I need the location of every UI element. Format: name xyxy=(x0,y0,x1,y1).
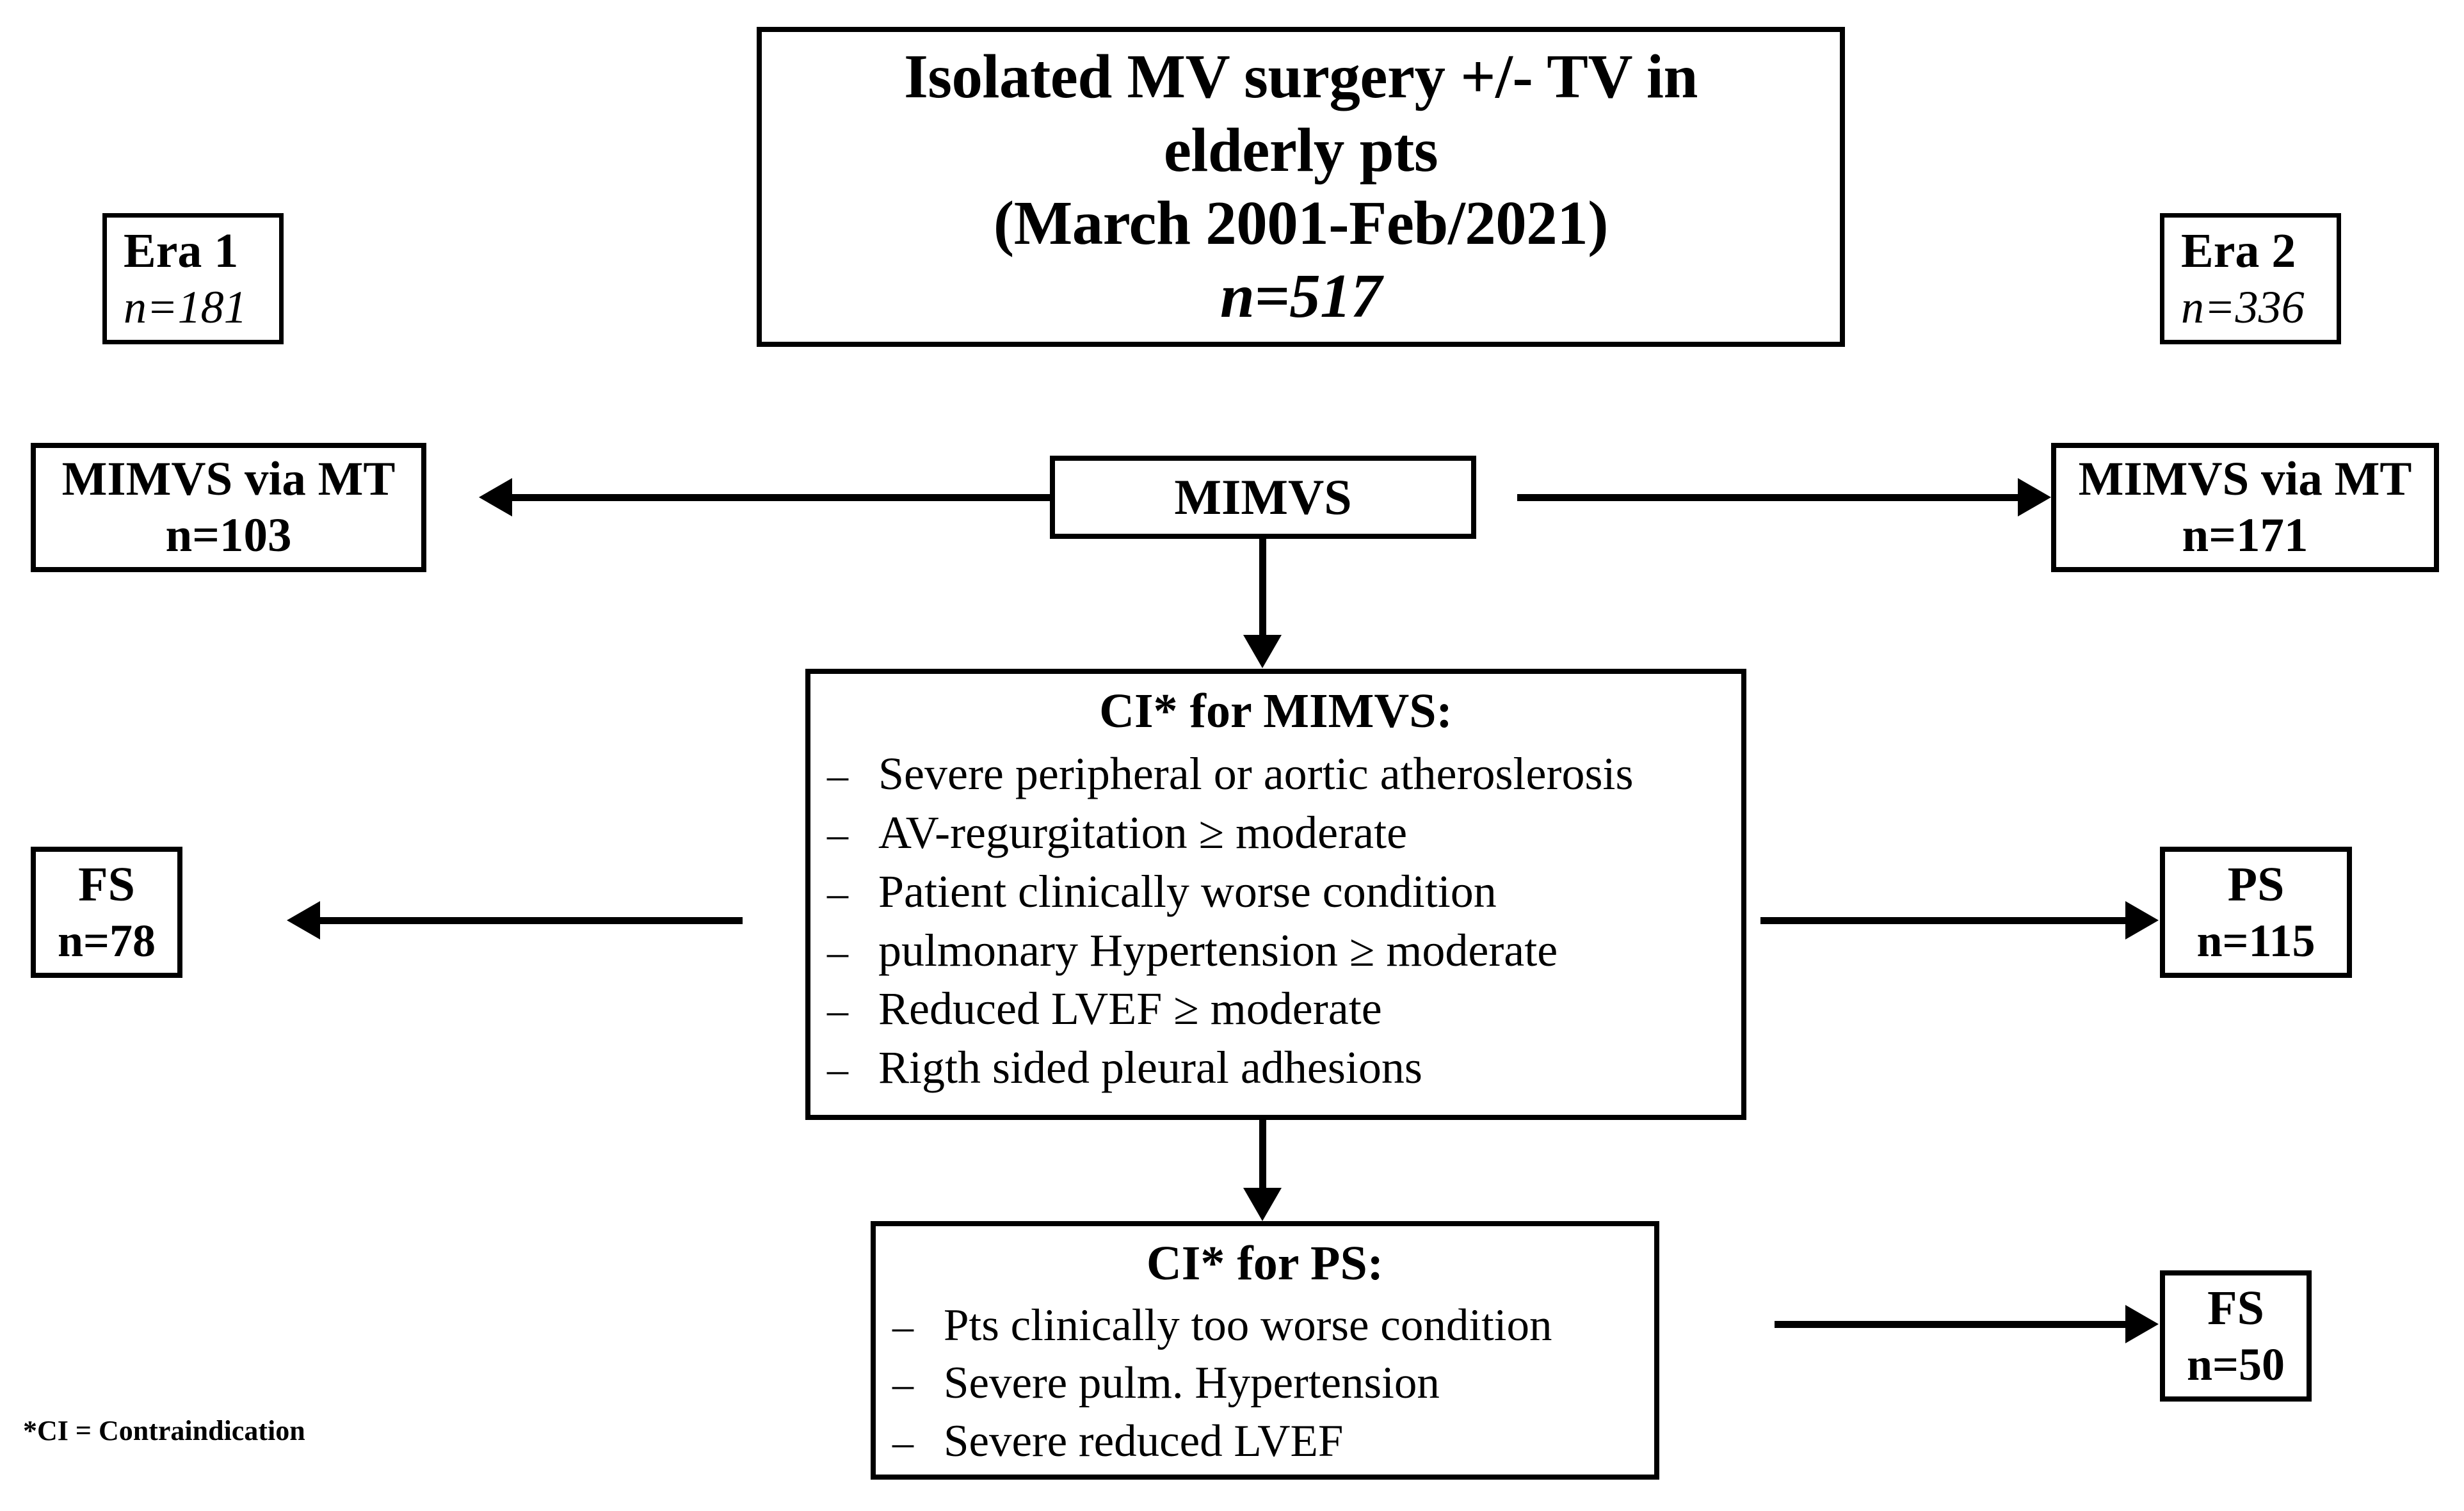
connector-mimvs-to-mt-right xyxy=(1517,494,2018,501)
dash-bullet: – xyxy=(827,810,848,858)
fs-left-label: FS xyxy=(78,858,135,912)
list-item: – Severe peripheral or aortic atherosler… xyxy=(827,747,1728,801)
connector-ci-mimvs-to-ps-right xyxy=(1760,917,2125,924)
title-sample-size: n=517 xyxy=(1220,262,1382,331)
list-item: – Patient clinically worse condition xyxy=(827,865,1728,919)
arrow-head-down-ci-mimvs xyxy=(1243,635,1282,668)
mimvs-via-mt-right-label: MIMVS via MT xyxy=(2078,452,2412,506)
arrow-head-left-fs xyxy=(287,901,320,939)
arrow-head-left-mt xyxy=(479,478,512,516)
dash-bullet: – xyxy=(892,1419,914,1466)
dash-bullet: – xyxy=(892,1361,914,1408)
ci-mimvs-item-6: Rigth sided pleural adhesions xyxy=(878,1042,1422,1094)
connector-ci-mimvs-to-ci-ps xyxy=(1259,1120,1266,1190)
ps-right-box: PS n=115 xyxy=(2160,847,2352,978)
mimvs-via-mt-left-box: MIMVS via MT n=103 xyxy=(31,443,426,572)
ps-right-label: PS xyxy=(2227,858,2285,912)
dash-bullet: – xyxy=(827,987,848,1034)
footnote-ci-definition: *CI = Contraindication xyxy=(23,1415,305,1446)
ci-ps-box: CI* for PS: – Pts clinically too worse c… xyxy=(871,1221,1659,1480)
ci-mimvs-item-1: Severe peripheral or aortic atherosleros… xyxy=(878,748,1634,799)
list-item: – AV-regurgitation ≥ moderate xyxy=(827,806,1728,860)
dash-bullet: – xyxy=(892,1302,914,1350)
ci-mimvs-item-5: Reduced LVEF ≥ moderate xyxy=(878,983,1382,1035)
ci-mimvs-list: – Severe peripheral or aortic atherosler… xyxy=(810,747,1741,1100)
mimvs-label: MIMVS xyxy=(1174,468,1352,525)
ci-ps-item-2: Severe pulm. Hypertension xyxy=(944,1358,1440,1409)
list-item: – Pts clinically too worse condition xyxy=(892,1299,1641,1353)
ps-right-count: n=115 xyxy=(2196,915,2315,966)
title-line-3: (March 2001-Feb/2021) xyxy=(993,189,1609,257)
title-box: Isolated MV surgery +/- TV in elderly pt… xyxy=(757,27,1845,347)
ci-ps-item-1: Pts clinically too worse condition xyxy=(944,1300,1552,1350)
connector-mimvs-to-ci-mimvs xyxy=(1259,539,1266,635)
arrow-head-down-ci-ps xyxy=(1243,1188,1282,1221)
list-item: – Severe reduced LVEF xyxy=(892,1415,1641,1469)
arrow-head-right-ps xyxy=(2125,901,2159,939)
fs-bottom-label: FS xyxy=(2207,1281,2264,1336)
ci-mimvs-title: CI* for MIMVS: xyxy=(1099,684,1453,738)
fs-bottom-count: n=50 xyxy=(2186,1338,2285,1390)
title-line-2: elderly pts xyxy=(1163,115,1438,184)
dash-bullet: – xyxy=(827,1046,848,1093)
era-1-box: Era 1 n=181 xyxy=(102,213,284,344)
ci-mimvs-box: CI* for MIMVS: – Severe peripheral or ao… xyxy=(805,669,1746,1120)
list-item: – pulmonary Hypertension ≥ moderate xyxy=(827,923,1728,978)
dash-bullet: – xyxy=(827,869,848,916)
arrow-head-right-mt xyxy=(2018,478,2051,516)
connector-ci-ps-to-fs-bottom xyxy=(1775,1321,2125,1328)
arrow-head-right-fs-bottom xyxy=(2125,1305,2159,1343)
list-item: – Reduced LVEF ≥ moderate xyxy=(827,982,1728,1036)
era-2-count: n=336 xyxy=(2181,281,2305,333)
list-item: – Rigth sided pleural adhesions xyxy=(827,1041,1728,1095)
ci-ps-item-3: Severe reduced LVEF xyxy=(944,1416,1344,1467)
list-item: – Severe pulm. Hypertension xyxy=(892,1357,1641,1411)
era-1-label: Era 1 xyxy=(124,224,239,278)
dash-bullet: – xyxy=(827,928,848,975)
ci-ps-list: – Pts clinically too worse condition – S… xyxy=(876,1299,1654,1473)
era-2-box: Era 2 n=336 xyxy=(2160,213,2341,344)
mimvs-via-mt-right-box: MIMVS via MT n=171 xyxy=(2051,443,2439,572)
ci-ps-title: CI* for PS: xyxy=(1146,1236,1384,1290)
era-2-label: Era 2 xyxy=(2181,224,2296,278)
dash-bullet: – xyxy=(827,751,848,799)
fs-left-count: n=78 xyxy=(57,915,156,966)
mimvs-box: MIMVS xyxy=(1050,456,1476,539)
era-1-count: n=181 xyxy=(124,281,247,333)
fs-bottom-box: FS n=50 xyxy=(2160,1270,2312,1402)
mimvs-via-mt-left-count: n=103 xyxy=(165,509,292,562)
ci-mimvs-item-2: AV-regurgitation ≥ moderate xyxy=(878,806,1408,858)
ci-mimvs-item-3: Patient clinically worse condition xyxy=(878,865,1497,917)
connector-ci-mimvs-to-fs-left xyxy=(320,917,743,924)
mimvs-via-mt-left-label: MIMVS via MT xyxy=(61,452,396,506)
title-line-1: Isolated MV surgery +/- TV in xyxy=(904,42,1698,111)
ci-mimvs-item-4: pulmonary Hypertension ≥ moderate xyxy=(878,924,1558,976)
connector-mimvs-to-mt-left xyxy=(512,494,1050,501)
mimvs-via-mt-right-count: n=171 xyxy=(2182,509,2308,562)
fs-left-box: FS n=78 xyxy=(31,847,182,978)
